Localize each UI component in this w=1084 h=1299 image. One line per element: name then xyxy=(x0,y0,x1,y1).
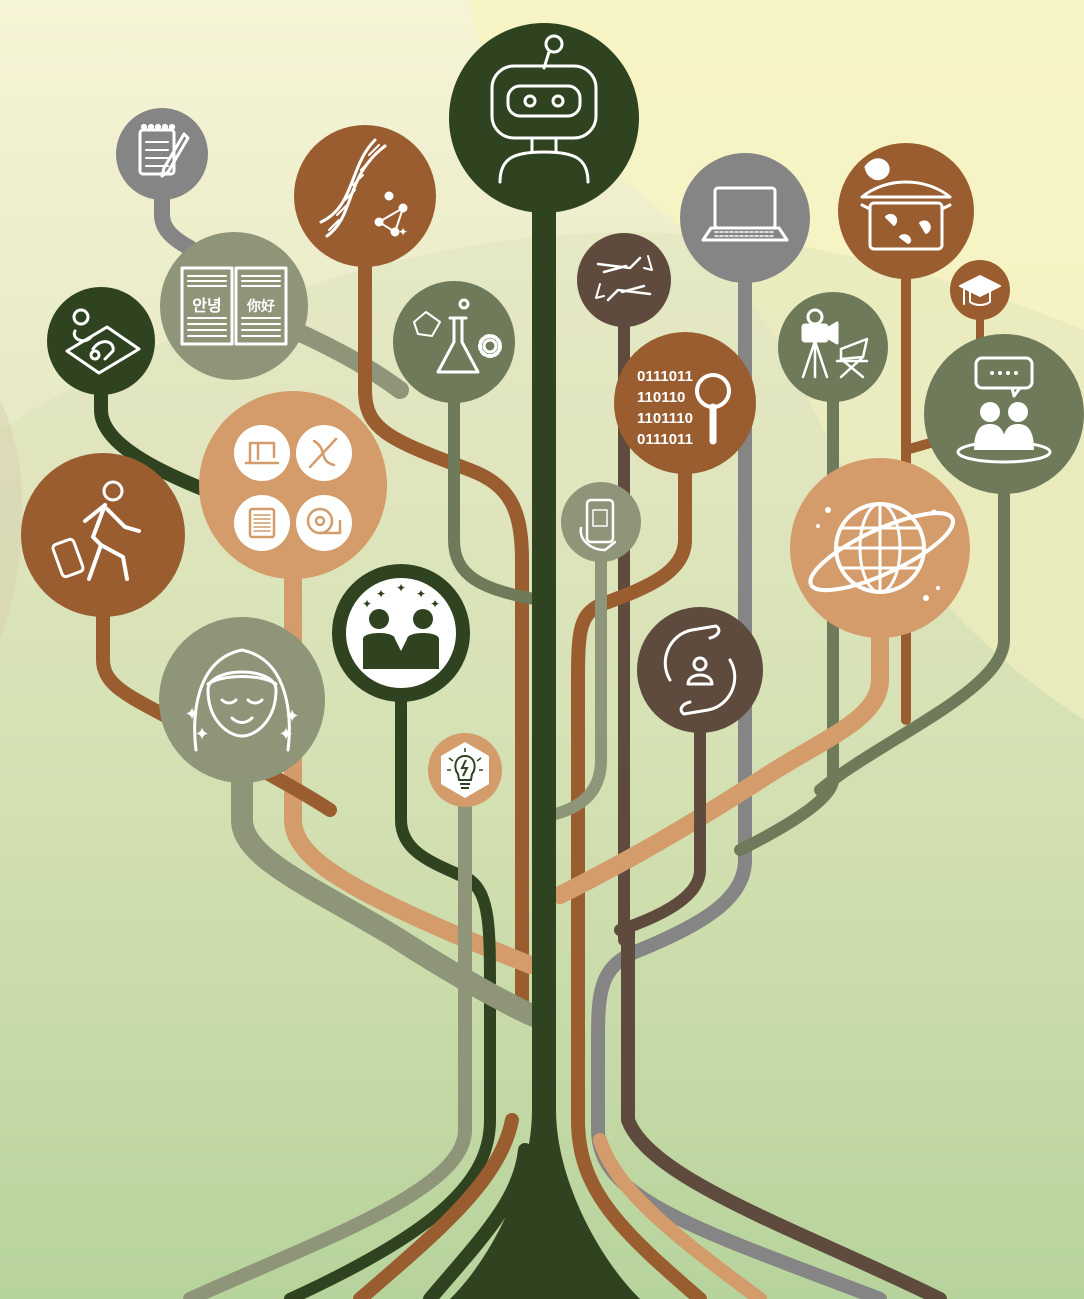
airplane-swap-icon xyxy=(595,255,653,302)
node-circle xyxy=(924,334,1084,494)
traveler-icon xyxy=(51,480,141,581)
phone-touch-icon xyxy=(579,498,617,552)
node-robot xyxy=(449,23,639,213)
node-idea xyxy=(428,733,502,807)
branch-line xyxy=(423,1143,532,1299)
node-dna: ✦ xyxy=(294,125,436,267)
svg-text:✦: ✦ xyxy=(430,597,440,611)
node-cooking-pot xyxy=(838,143,974,279)
robot-icon xyxy=(490,34,598,184)
handshake-people-icon: ✦ ✦ ✦ ✦ ✦ xyxy=(346,578,456,688)
tree-trunk xyxy=(450,200,640,1299)
trunk xyxy=(450,200,640,1299)
svg-text:✦: ✦ xyxy=(362,597,372,611)
branch-line xyxy=(183,763,472,1299)
node-globe xyxy=(790,458,970,638)
korean-text: 안녕 xyxy=(192,296,221,315)
node-wellness: ✦✦✦✦ xyxy=(159,617,325,783)
branch-line xyxy=(593,1133,767,1299)
node-graduation xyxy=(950,260,1010,320)
svg-text:✦: ✦ xyxy=(278,724,293,744)
node-circle xyxy=(577,233,671,327)
wellness-face-icon: ✦✦✦✦ xyxy=(184,648,300,752)
branch-line xyxy=(591,211,887,1299)
graduation-cap-icon xyxy=(959,275,1001,306)
sewing-icon xyxy=(234,425,352,551)
branch-line xyxy=(546,516,607,821)
node-phone xyxy=(561,482,641,562)
node-circle xyxy=(21,453,185,617)
node-circle xyxy=(680,153,810,283)
svg-text:✦: ✦ xyxy=(416,587,426,601)
node-film xyxy=(778,292,888,402)
svg-text:✦: ✦ xyxy=(376,587,386,601)
node-language-book: 안녕 你好 xyxy=(160,232,308,380)
node-circle xyxy=(614,332,756,474)
therapy-icon xyxy=(65,308,141,375)
node-care xyxy=(637,607,763,733)
svg-text:✦: ✦ xyxy=(398,225,408,239)
dna-icon: ✦ xyxy=(319,138,408,239)
node-traveler xyxy=(21,453,185,617)
node-circle xyxy=(294,125,436,267)
branch-line xyxy=(358,189,529,1007)
svg-text:✦: ✦ xyxy=(184,704,199,724)
binary-line: 110110 xyxy=(637,389,685,406)
node-science xyxy=(393,281,515,403)
node-notepad xyxy=(116,108,208,200)
node-circle xyxy=(561,482,641,562)
caring-hands-icon xyxy=(663,624,737,716)
binary-line: 1101110 xyxy=(637,410,693,427)
svg-text:✦: ✦ xyxy=(194,724,209,744)
branch-line xyxy=(284,476,539,974)
branch-line xyxy=(551,539,889,904)
group-chat-icon xyxy=(956,356,1052,464)
lab-flask-icon xyxy=(413,298,502,374)
branch-line xyxy=(571,396,707,1299)
binary-line: 0111011 xyxy=(637,431,693,448)
branch-line xyxy=(154,146,198,256)
branch-line xyxy=(448,336,546,606)
binary-search-icon: 0111011 110110 1101110 0111011 xyxy=(637,368,731,448)
node-circle xyxy=(778,292,888,402)
node-circle xyxy=(159,617,325,783)
lightbulb-icon xyxy=(441,742,489,798)
language-book-icon: 안녕 你好 xyxy=(180,266,288,346)
film-camera-icon xyxy=(801,308,869,379)
branch-line xyxy=(231,689,545,1027)
node-circle xyxy=(838,143,974,279)
node-laptop xyxy=(680,153,810,283)
laptop-icon xyxy=(701,186,789,242)
notepad-pencil-icon xyxy=(138,123,190,178)
node-binary: 0111011 110110 1101110 0111011 xyxy=(614,332,756,474)
branch-line xyxy=(621,923,947,1299)
node-circle xyxy=(116,108,208,200)
cooking-pot-icon xyxy=(860,158,952,251)
svg-text:✦: ✦ xyxy=(396,581,406,595)
node-circle xyxy=(449,23,639,213)
node-sewing xyxy=(199,391,387,579)
branch-line xyxy=(353,1113,519,1299)
node-meeting: ✦ ✦ ✦ ✦ ✦ xyxy=(332,564,470,702)
branch-line xyxy=(814,408,1010,796)
node-circle xyxy=(199,391,387,579)
node-flights xyxy=(577,233,671,327)
svg-text:✦: ✦ xyxy=(284,706,299,726)
chinese-text: 你好 xyxy=(246,298,275,314)
branch-line xyxy=(284,627,496,1299)
node-discussion xyxy=(924,334,1084,494)
binary-line: 0111011 xyxy=(637,368,693,385)
globe-icon xyxy=(808,502,955,601)
node-therapy xyxy=(47,287,155,395)
